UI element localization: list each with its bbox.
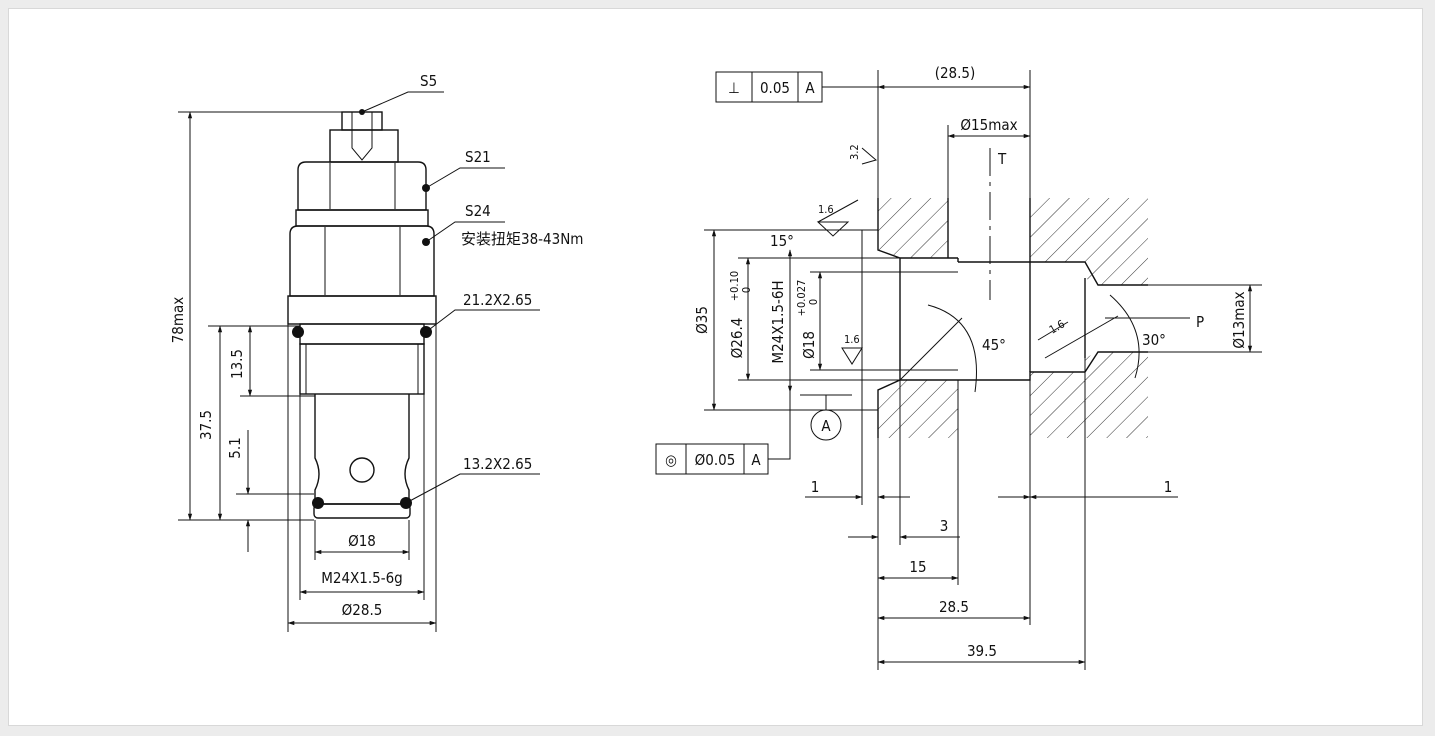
port-t-label: T (997, 150, 1007, 168)
dim-thread: M24X1.5-6g (321, 569, 403, 587)
dim-1-left: 1 (811, 478, 820, 496)
left-view-text: S5 S21 S24 安装扭矩38-43Nm 21.2X2.65 13.2X2.… (169, 72, 583, 619)
dim-18-tol-dn: 0 (807, 299, 820, 305)
label-s21: S21 (465, 148, 491, 166)
dim-thread-6h: M24X1.5-6H (769, 280, 787, 363)
dim-5-1: 5.1 (226, 437, 244, 458)
dim-18: Ø18 (800, 331, 818, 359)
dim-13max: Ø13max (1230, 291, 1248, 348)
angle-45: 45° (982, 336, 1006, 354)
roughness-c: 1.6 (1047, 317, 1067, 336)
perp-symbol: ⊥ (728, 79, 740, 97)
dim-15: 15 (909, 558, 926, 576)
dim-15max: Ø15max (960, 116, 1017, 134)
seal-lower-label: 13.2X2.65 (463, 455, 532, 473)
conc-datum: A (751, 451, 761, 469)
datum-a: A (821, 417, 831, 435)
perp-datum: A (805, 79, 815, 97)
port-p-label: P (1196, 313, 1204, 331)
label-s24: S24 (465, 202, 491, 220)
dim-3: 3 (940, 517, 949, 535)
dim-26-4-tol-up: +0.10 (728, 271, 741, 301)
dim-26-4-tol-dn: 0 (740, 287, 753, 293)
conc-value: Ø0.05 (695, 451, 736, 469)
left-view-annotations (178, 91, 540, 632)
roughness-top: 3.2 (848, 144, 861, 160)
roughness-b: 1.6 (844, 333, 860, 346)
dim-13-5: 13.5 (228, 349, 246, 379)
angle-15: 15° (770, 232, 794, 250)
angle-30: 30° (1142, 331, 1166, 349)
dim-overall: 78max (169, 297, 187, 344)
right-view-text: ⊥ 0.05 A (28.5) Ø15max T 3.2 1.6 1.6 1.6… (665, 64, 1248, 660)
label-s5: S5 (420, 72, 437, 90)
dim-top-28-5: (28.5) (935, 64, 976, 82)
torque-note: 安装扭矩38-43Nm (461, 230, 583, 248)
dim-bore: Ø18 (348, 532, 376, 550)
dim-body: Ø28.5 (342, 601, 383, 619)
conc-symbol: ◎ (665, 451, 677, 469)
cavity-section-view (816, 147, 1148, 438)
roughness-a: 1.6 (818, 203, 834, 216)
dim-28-5: 28.5 (939, 598, 969, 616)
dim-35: Ø35 (693, 306, 711, 334)
dim-37-5: 37.5 (197, 410, 215, 440)
cartridge-left-view (287, 109, 437, 519)
dim-26-4: Ø26.4 (728, 318, 746, 359)
dim-18-tol-up: +0.027 (795, 280, 808, 317)
perp-value: 0.05 (760, 79, 790, 97)
right-view-dimensions (655, 70, 1262, 670)
dim-1-right: 1 (1164, 478, 1173, 496)
dim-39-5: 39.5 (967, 642, 997, 660)
seal-upper-label: 21.2X2.65 (463, 291, 532, 309)
